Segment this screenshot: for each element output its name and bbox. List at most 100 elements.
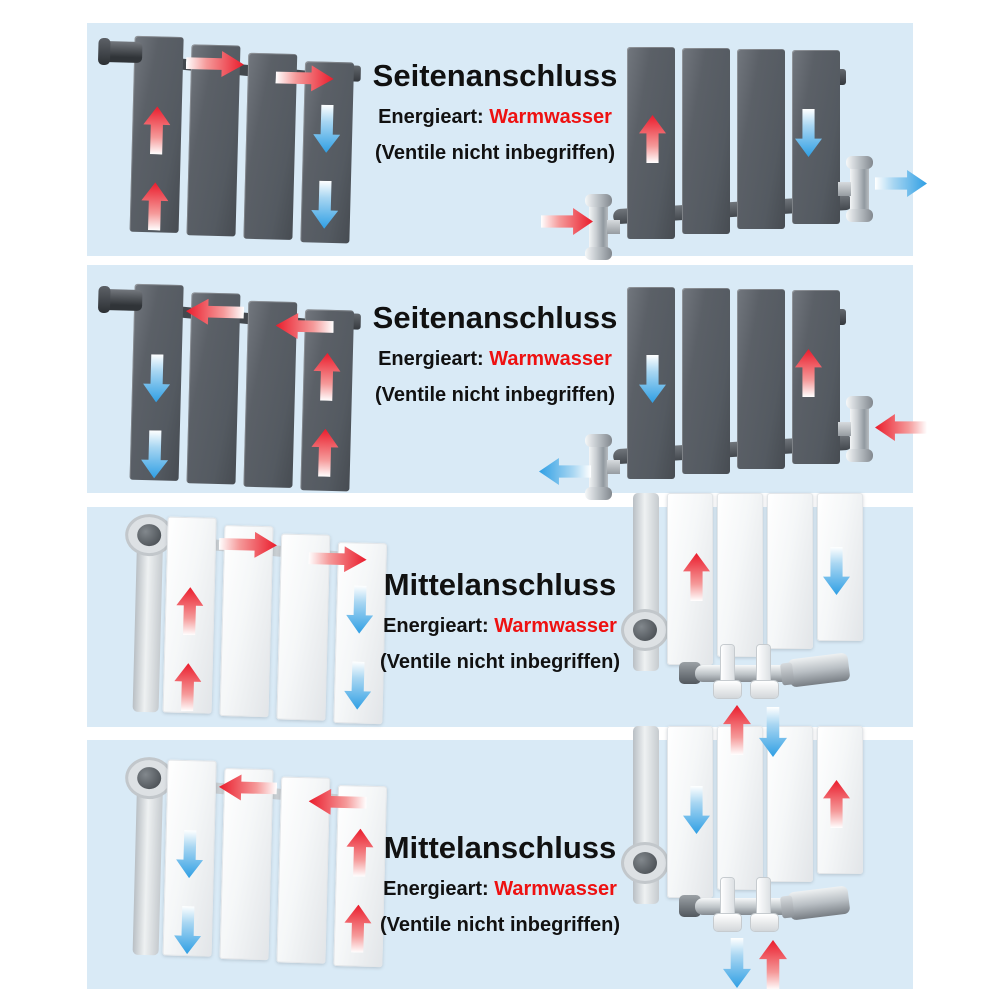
mounting-ring [621, 842, 669, 884]
energy-type-line: Energieart: Warmwasser [355, 106, 635, 129]
radiator-front-view [103, 283, 384, 492]
valves-note: (Ventile nicht inbegriffen) [374, 141, 615, 164]
cold-water-outlet-arrow-icon [723, 938, 751, 988]
hot-water-inlet-arrow-icon [759, 940, 787, 990]
hot-flow-right-arrow-icon [186, 50, 245, 78]
hot-flow-left-arrow-icon [308, 788, 367, 816]
cold-flow-down-arrow-icon [313, 104, 341, 153]
valve-nut [607, 460, 620, 474]
radiator-panel [767, 493, 813, 649]
energy-type-value: Warmwasser [489, 105, 612, 128]
cold-water-outlet-arrow-icon [539, 458, 591, 485]
section-text: Mittelanschluss Energieart: Warmwasser (… [360, 567, 640, 674]
radiator-panel [792, 50, 840, 224]
radiator-side-valves-view [627, 285, 839, 500]
connection-stub [721, 878, 734, 918]
connection-stub [721, 645, 734, 685]
corner-valve-fitting [103, 40, 143, 63]
section-side-connection-1: Seitenanschluss Energieart: Warmwasser (… [87, 23, 913, 260]
radiator-panels-group [162, 516, 388, 725]
energy-type-line: Energieart: Warmwasser [360, 615, 640, 638]
radiator-panel [667, 726, 713, 898]
cold-flow-down-arrow-icon [174, 906, 202, 955]
hot-flow-up-arrow-icon [176, 587, 204, 636]
hot-flow-up-arrow-icon [683, 553, 710, 601]
energy-type-label: Energieart: [378, 347, 484, 370]
section-side-connection-2: Seitenanschluss Energieart: Warmwasser (… [87, 265, 913, 500]
connection-nut [714, 681, 741, 698]
radiator-panel [717, 493, 763, 657]
section-title: Seitenanschluss [372, 300, 618, 335]
radiator-front-view [103, 35, 384, 244]
section-title: Mittelanschluss [383, 830, 617, 865]
radiator-side-valves-view [627, 45, 840, 260]
ring-hole [633, 619, 657, 641]
hot-flow-up-arrow-icon [174, 663, 202, 712]
section-title: Seitenanschluss [372, 58, 618, 93]
center-connection-valve-block [679, 645, 851, 707]
section-title: Mittelanschluss [383, 567, 617, 602]
thermostat-head [787, 885, 851, 921]
valves-note: (Ventile nicht inbegriffen) [374, 383, 615, 406]
radiator-panels-group [103, 283, 361, 492]
energy-type-label: Energieart: [383, 877, 489, 900]
radiator-panels-group [103, 35, 361, 244]
valve-nut [838, 422, 851, 436]
section-text: Mittelanschluss Energieart: Warmwasser (… [360, 830, 640, 937]
valve-nut [838, 182, 851, 196]
wall-mount-pipe [621, 493, 669, 671]
wall-mount-pipe [124, 756, 174, 956]
radiator-panel [682, 48, 730, 234]
cold-flow-down-arrow-icon [141, 430, 169, 479]
center-connection-valve-block [679, 878, 851, 940]
hot-flow-left-arrow-icon [186, 298, 245, 326]
cold-flow-down-arrow-icon [639, 355, 666, 403]
cold-flow-down-arrow-icon [176, 830, 204, 879]
energy-type-value: Warmwasser [494, 614, 617, 637]
cold-flow-down-arrow-icon [311, 180, 339, 229]
hot-flow-right-arrow-icon [308, 545, 367, 573]
hot-flow-up-arrow-icon [313, 352, 341, 401]
connection-nut [714, 914, 741, 931]
section-middle-connection-2: Mittelanschluss Energieart: Warmwasser (… [87, 726, 913, 989]
valves-note: (Ventile nicht inbegriffen) [379, 913, 620, 936]
section-text: Seitenanschluss Energieart: Warmwasser (… [355, 300, 635, 407]
section-text: Seitenanschluss Energieart: Warmwasser (… [355, 58, 635, 165]
radiator-valve-left [585, 434, 620, 500]
energy-type-value: Warmwasser [489, 347, 612, 370]
radiator-panels-group [162, 759, 388, 968]
thermostat-head [787, 652, 851, 688]
hot-flow-right-arrow-icon [219, 531, 278, 559]
radiator-middle-connection-view [621, 493, 868, 745]
radiator-panel [682, 288, 730, 474]
valves-note: (Ventile nicht inbegriffen) [379, 650, 620, 673]
cold-flow-down-arrow-icon [143, 354, 171, 403]
ring-hole [136, 766, 162, 790]
wall-mount-pipe [124, 513, 174, 713]
hot-flow-up-arrow-icon [795, 349, 822, 397]
radiator-front-view [124, 756, 388, 968]
corner-valve-fitting [103, 288, 143, 311]
hot-flow-right-arrow-icon [275, 64, 334, 92]
radiator-valve-left [585, 194, 620, 260]
hot-flow-up-arrow-icon [311, 428, 339, 477]
valve-nut [607, 220, 620, 234]
ring-hole [633, 852, 657, 874]
section-middle-connection-1: Mittelanschluss Energieart: Warmwasser (… [87, 493, 913, 727]
hot-flow-up-arrow-icon [141, 182, 169, 231]
cold-water-outlet-arrow-icon [759, 707, 787, 757]
cold-water-outlet-arrow-icon [875, 170, 927, 197]
hot-flow-up-arrow-icon [143, 106, 171, 155]
energy-type-value: Warmwasser [494, 877, 617, 900]
energy-type-label: Energieart: [383, 614, 489, 637]
connection-nut [751, 681, 778, 698]
ring-hole [136, 523, 162, 547]
hot-flow-left-arrow-icon [219, 774, 278, 802]
hot-water-inlet-arrow-icon [541, 208, 593, 235]
energy-type-line: Energieart: Warmwasser [355, 348, 635, 371]
radiator-panel [737, 49, 785, 229]
energy-type-label: Energieart: [378, 105, 484, 128]
connection-stub [757, 878, 770, 918]
connection-nut [751, 914, 778, 931]
radiator-middle-connection-view [621, 726, 868, 978]
